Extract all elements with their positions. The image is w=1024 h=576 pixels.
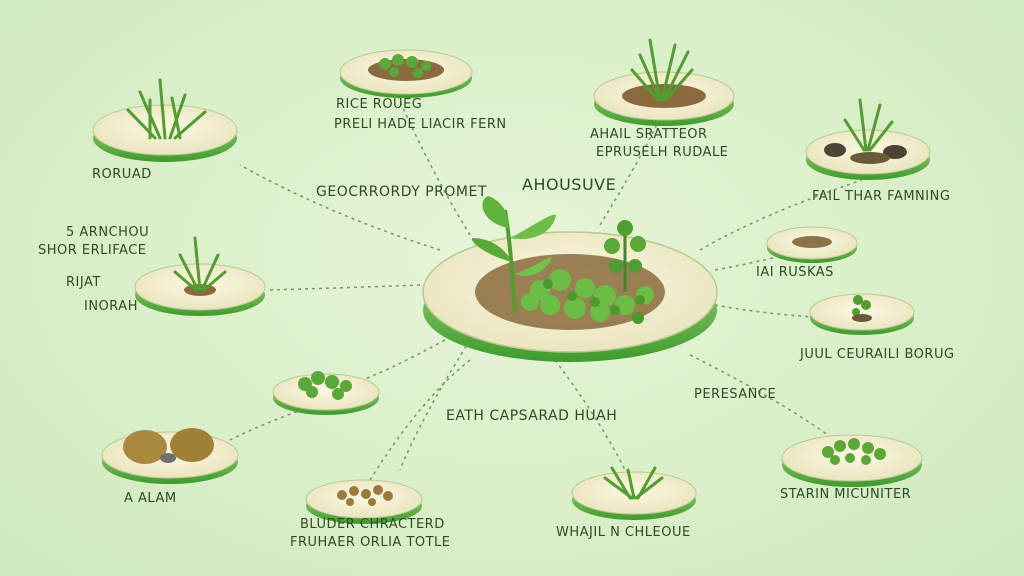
grass-tuft-icon — [603, 466, 664, 500]
label-geogrophy: GEOCRRORDY PROMET — [316, 184, 487, 200]
label-bluder: BLUDER CHRACTERD — [300, 517, 445, 532]
label-rijat: RIJAT — [66, 275, 101, 290]
connector-line — [369, 359, 471, 481]
connector-line — [229, 399, 331, 441]
herb-sprout-icon — [379, 54, 431, 78]
connector-line — [239, 164, 441, 251]
rock-stone-icon — [123, 428, 214, 464]
plant-garden-icon — [471, 196, 654, 324]
herb-sprout-icon — [298, 371, 352, 400]
label-sarnchou: 5 ARNCHOU — [66, 225, 150, 240]
platform-grass-left — [134, 236, 266, 316]
connector-line — [394, 89, 471, 236]
herb-sprout-icon — [822, 438, 886, 465]
platform-rocks-bottom-left — [101, 428, 239, 484]
label-roruad: RORUAD — [92, 167, 152, 182]
connector-line — [554, 359, 626, 471]
label-aalam: A ALAM — [124, 491, 177, 506]
herb-sprout-icon — [843, 98, 894, 152]
platform-plant-top-right — [593, 38, 735, 126]
label-whajil: WHAJIL N CHLEOUE — [556, 525, 691, 540]
label-shor: SHOR ERLIFACE — [38, 243, 147, 258]
grass-tuft-icon — [173, 236, 227, 292]
connector-lines — [229, 89, 863, 481]
herb-sprout-icon — [852, 295, 872, 322]
label-rice: RICE ROUEG — [336, 97, 423, 112]
connector-line — [267, 284, 421, 291]
seed-pile-icon — [337, 485, 393, 506]
label-epruselh: EPRUSELH RUDALE — [596, 145, 729, 160]
platform-herb-top-center — [339, 49, 473, 98]
label-juul: JUUL CEURAILI BORUG — [800, 347, 955, 362]
grass-tuft-icon — [126, 78, 207, 140]
label-ahail: AHAIL SRATTEOR — [590, 127, 708, 142]
label-peresance: PERESANCE — [694, 387, 777, 402]
herb-sprout-icon — [630, 38, 694, 102]
label-ruaskas: IAI RUSKAS — [756, 265, 834, 280]
platform-grass-bottom — [571, 466, 697, 520]
connector-line — [399, 339, 471, 471]
label-fail: FAIL THAR FAMNING — [812, 189, 951, 204]
platform-seed-right — [766, 226, 858, 263]
platform-herb-lower-left — [272, 371, 380, 415]
center-label: AHOUSUVE — [522, 175, 617, 194]
platform-sprout-right — [809, 293, 915, 335]
label-starin: STARIN MICUNITER — [780, 487, 912, 502]
connector-line — [349, 339, 446, 386]
seed-pile-icon — [792, 236, 832, 248]
label-eath: EATH CAPSARAD HUAH — [446, 408, 618, 424]
platform-grass-top-left — [92, 78, 238, 162]
central-platform — [422, 196, 718, 362]
label-preli: PRELI HADE LIACIR FERN — [334, 117, 507, 132]
connector-line — [714, 304, 831, 319]
label-inorah: INORAH — [84, 299, 138, 314]
rock-stone-icon — [824, 143, 907, 164]
platform-rock-plant-right — [805, 98, 931, 180]
platform-groundcover-bottom-right — [781, 434, 923, 487]
connector-line — [689, 354, 836, 441]
label-fruhae: FRUHAER ORLIA TOTLE — [290, 535, 451, 550]
connector-line — [599, 117, 661, 226]
platform-seed-bottom — [305, 479, 423, 524]
connector-line — [699, 179, 863, 251]
